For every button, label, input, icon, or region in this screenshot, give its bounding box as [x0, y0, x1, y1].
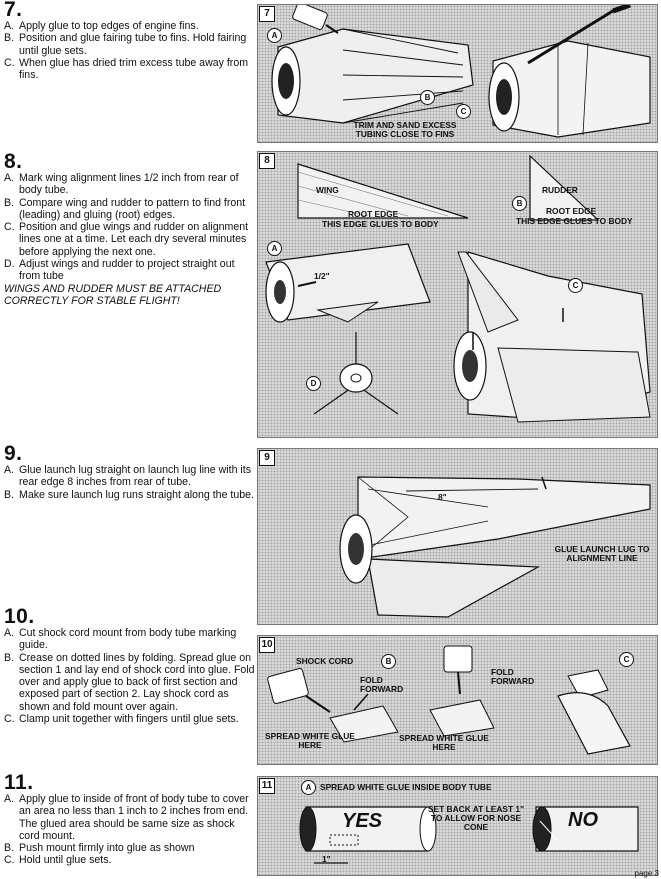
step-item: B.Make sure launch lug runs straight alo… [4, 488, 254, 501]
fold-label: FOLD FORWARD [360, 675, 404, 694]
callout-a: A [301, 780, 316, 795]
step-10: 10. A.Cut shock cord mount from body tub… [4, 605, 256, 725]
illustration-panel-10: 10 SHOCK CORD B C FOLD FORWARD FOLD FORW… [257, 635, 658, 765]
spread-glue-label: SPREAD WHITE GLUE HERE [399, 733, 489, 752]
trim-note: TRIM AND SAND EXCESS TUBING CLOSE TO FIN… [353, 120, 457, 139]
illustration-panel-8: 8 WING ROOT EDGE THIS EDGE GLUES TO BODY… [257, 151, 658, 438]
step-list: A.Cut shock cord mount from body tube ma… [4, 627, 256, 725]
panel-number: 9 [259, 450, 275, 466]
rudder-label: RUDDER [542, 185, 578, 195]
step-item: A.Mark wing alignment lines 1/2 inch fro… [4, 172, 239, 197]
glue-edge-label: THIS EDGE GLUES TO BODY [322, 219, 439, 229]
callout-d: D [306, 376, 321, 391]
callout-b: B [420, 90, 435, 105]
spread-glue-label: SPREAD WHITE GLUE HERE [265, 731, 355, 750]
step-9: 9. A.Glue launch lug straight on launch … [4, 442, 256, 501]
wing-label: WING [316, 185, 339, 195]
callout-b: B [512, 196, 527, 211]
step-8: 8. A.Mark wing alignment lines 1/2 inch … [4, 150, 256, 307]
step-item: B.Compare wing and rudder to pattern to … [4, 196, 246, 221]
shock-cord-label: SHOCK CORD [296, 656, 354, 666]
step-number: 9. [4, 442, 23, 465]
panel-number: 7 [259, 6, 275, 22]
fold-label: FOLD FORWARD [491, 667, 535, 686]
glue-edge-label: THIS EDGE GLUES TO BODY [516, 216, 633, 226]
step-number: 7. [4, 0, 23, 21]
body-tube-drawing [299, 806, 639, 864]
callout-c: C [568, 278, 583, 293]
measure-label: 1" [322, 854, 331, 864]
step-number: 10. [4, 605, 35, 628]
step-list: A.Apply glue to inside of front of body … [4, 793, 256, 867]
callout-c: C [456, 104, 471, 119]
root-edge-label: ROOT EDGE [348, 209, 399, 219]
launch-lug-note: GLUE LAUNCH LUG TO ALIGNMENT LINE [554, 544, 650, 563]
step-item: B.Crease on dotted lines by folding. Spr… [4, 651, 255, 713]
step-list: A.Mark wing alignment lines 1/2 inch fro… [4, 172, 256, 283]
yes-label: YES [342, 810, 383, 832]
callout-a: A [267, 241, 282, 256]
warning-text: WINGS AND RUDDER MUST BE ATTACHED CORREC… [4, 282, 222, 307]
panel-number: 11 [259, 778, 275, 794]
step-number: 11. [4, 771, 34, 794]
step-item: B.Push mount firmly into glue as shown [4, 842, 195, 855]
step-number: 8. [4, 150, 23, 173]
step-item: B.Position and glue fairing tube to fins… [4, 32, 247, 57]
step-item: C.Position and glue wings and rudder on … [4, 221, 249, 258]
no-label: NO [568, 809, 598, 831]
illustration-panel-9: 9 8" GLUE LAUNCH LUG TO ALIGNMENT LINE [257, 448, 658, 625]
callout-b: B [381, 654, 396, 669]
illustration-panel-11: 11 A SPREAD WHITE GLUE INSIDE BODY TUBE … [257, 776, 658, 876]
step-7: 7. A.Apply glue to top edges of engine f… [4, 0, 256, 81]
shock-cord-drawing [267, 645, 631, 755]
step-item: C.When glue has dried trim excess tube a… [4, 56, 249, 82]
page-number: page 3 [634, 869, 659, 878]
step-list: A.Glue launch lug straight on launch lug… [4, 464, 256, 501]
callout-a: A [267, 28, 282, 43]
step-item: C.Clamp unit together with fingers until… [4, 713, 239, 726]
measure-label: 1/2" [314, 271, 330, 281]
launch-lug-drawing [339, 476, 651, 618]
panel-number: 8 [259, 153, 275, 169]
illustration-panel-7: 7 A B C TRIM AND SAND EXCESS TUBING CLOS… [257, 4, 658, 143]
step-11: 11. A.Apply glue to inside of front of b… [4, 771, 256, 867]
wing-rudder-drawing [265, 154, 651, 423]
step-item: A.Apply glue to top edges of engine fins… [4, 20, 199, 32]
step-item: D.Adjust wings and rudder to project str… [4, 258, 235, 283]
step-item: A.Apply glue to inside of front of body … [4, 793, 249, 842]
step-item: A.Glue launch lug straight on launch lug… [4, 464, 252, 489]
set-back-note: SET BACK AT LEAST 1" TO ALLOW FOR NOSE C… [427, 804, 525, 832]
spread-glue-title: SPREAD WHITE GLUE INSIDE BODY TUBE [320, 782, 492, 792]
step-list: A.Apply glue to top edges of engine fins… [4, 20, 256, 81]
root-edge-label: ROOT EDGE [546, 206, 597, 216]
callout-c: C [619, 652, 634, 667]
panel-number: 10 [259, 637, 275, 653]
engine-fairing-drawing [271, 5, 651, 138]
step-item: A.Cut shock cord mount from body tube ma… [4, 627, 237, 652]
measure-label: 8" [438, 492, 447, 502]
step-item: C.Hold until glue sets. [4, 854, 112, 867]
